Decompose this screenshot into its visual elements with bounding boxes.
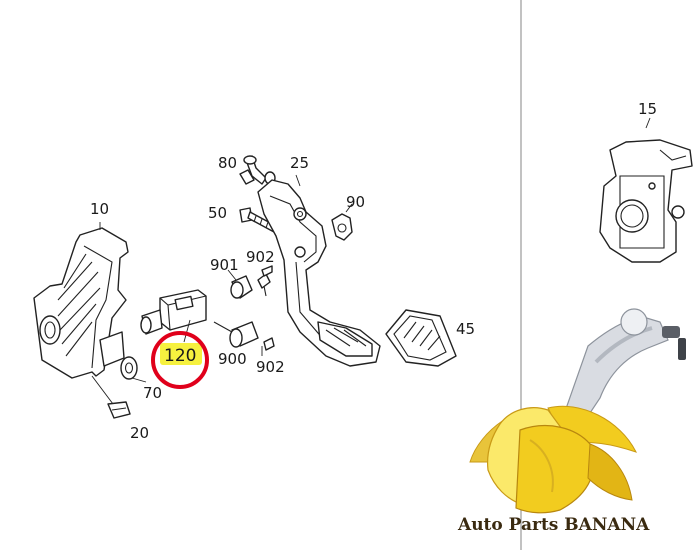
part-901-buffer — [227, 269, 253, 299]
part-90-nut — [331, 203, 353, 241]
part-50-bolt — [239, 207, 277, 233]
callout-20: 20 — [130, 424, 149, 442]
callout-902-lower: 902 — [256, 358, 285, 376]
callout-25: 25 — [290, 154, 309, 172]
part-80-pivot-pin — [239, 155, 276, 185]
callout-901: 901 — [210, 256, 239, 274]
part-902-pin-lower — [261, 337, 275, 356]
callout-10: 10 — [90, 200, 109, 218]
watermark-logo: Auto Parts BANANA — [457, 308, 686, 535]
callout-900: 900 — [218, 350, 247, 368]
part-70-bushing — [120, 356, 147, 383]
highlight-marker — [160, 343, 202, 365]
part-902-pin-upper — [257, 265, 273, 297]
callout-120: 120 — [164, 346, 196, 366]
part-15-bracket — [599, 117, 693, 263]
control-arm-image — [561, 308, 686, 429]
callout-902-upper: 902 — [246, 248, 275, 266]
part-900-buffer — [213, 321, 259, 348]
part-45-pedal-pad — [385, 309, 457, 367]
highlight-120: 120 — [151, 331, 209, 389]
banana-image — [469, 405, 637, 514]
callout-15: 15 — [638, 100, 657, 118]
callout-50: 50 — [208, 204, 227, 222]
part-10-pedal-bracket — [33, 222, 129, 379]
part-20-clip — [91, 375, 131, 419]
callout-45: 45 — [456, 320, 475, 338]
part-25-brake-pedal-lever — [257, 174, 381, 367]
callout-70: 70 — [143, 384, 162, 402]
callout-90: 90 — [346, 193, 365, 211]
watermark-brand-text: Auto Parts BANANA — [457, 515, 650, 535]
part-120-pedal-switch — [140, 289, 207, 343]
callout-80: 80 — [218, 154, 237, 172]
highlight-ring — [151, 331, 209, 389]
